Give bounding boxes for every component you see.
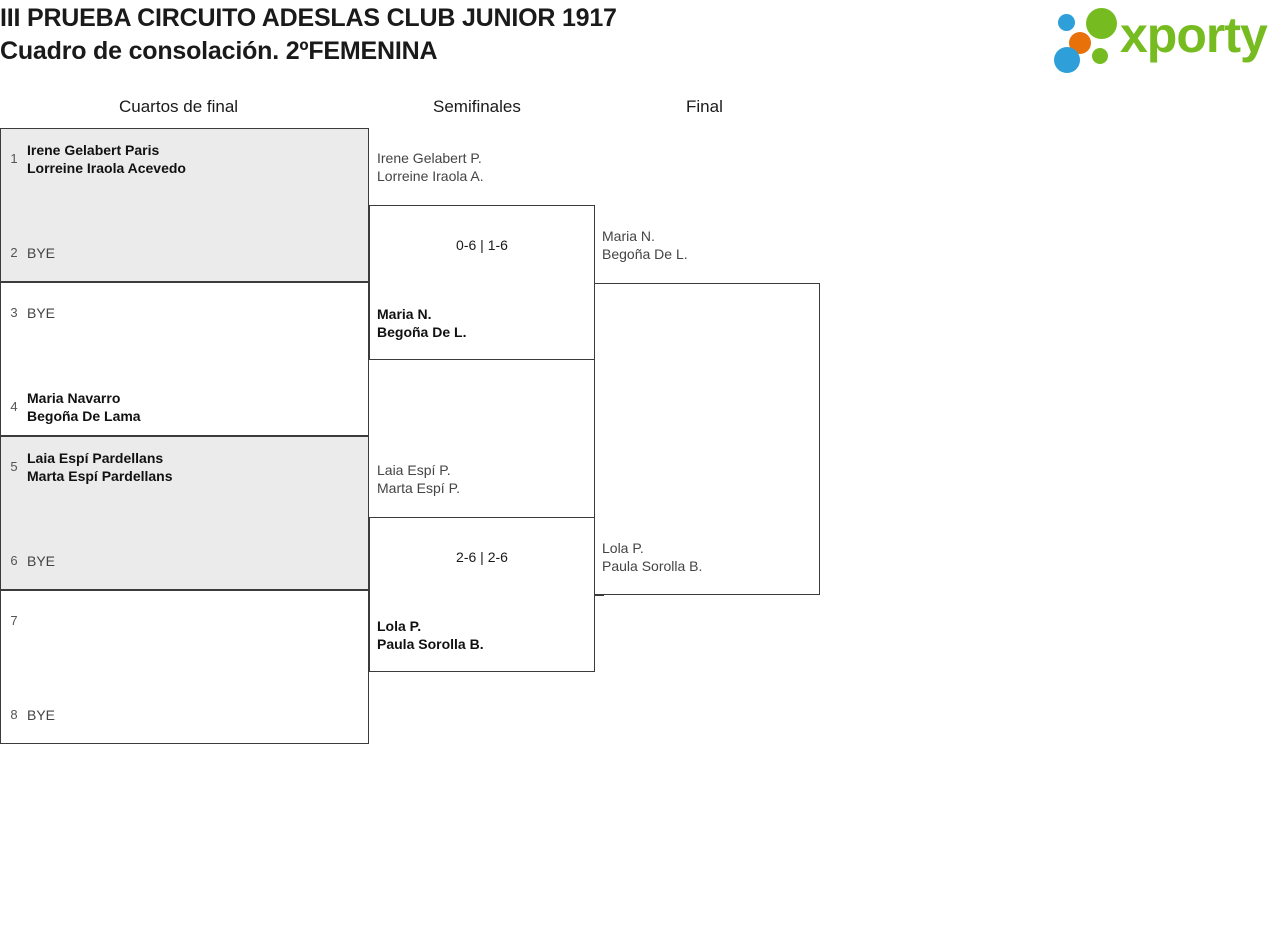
player-line-2: Begoña De L. (602, 246, 688, 262)
team-names: BYE (27, 552, 55, 570)
player-line-2: Marta Espí Pardellans (27, 468, 173, 484)
match-box-qf-3[interactable]: 5 Laia Espí Pardellans Marta Espí Pardel… (0, 436, 369, 590)
player-line-2: Paula Sorolla B. (377, 636, 484, 652)
bracket-slot[interactable]: 6 BYE (1, 537, 370, 585)
sf-1-loser-names: Irene Gelabert P. Lorreine Iraola A. (377, 149, 597, 185)
seed-number: 4 (10, 399, 18, 414)
page-title: III PRUEBA CIRCUITO ADESLAS CLUB JUNIOR … (0, 2, 900, 68)
sf-2-winner-names: Lola P. Paula Sorolla B. (377, 617, 592, 653)
xporty-logo[interactable]: xporty (1052, 6, 1274, 73)
sf-2-loser-names: Laia Espí P. Marta Espí P. (377, 461, 597, 497)
player-line-1: BYE (27, 553, 56, 569)
bracket-slot[interactable]: 3 BYE (1, 289, 370, 337)
bracket-slot[interactable]: 7 (1, 597, 370, 645)
match-box-sf-2[interactable] (369, 517, 595, 672)
bracket-slot[interactable]: 8 BYE (1, 691, 370, 739)
player-line-1: Maria N. (377, 306, 432, 322)
player-line-2: Marta Espí P. (377, 480, 461, 496)
match-box-sf-1[interactable] (369, 205, 595, 360)
logo-wordmark: xporty (1120, 7, 1268, 63)
seed-number: 1 (10, 151, 18, 166)
player-line-1: BYE (27, 305, 56, 321)
tournament-bracket: 1 Irene Gelabert Paris Lorreine Iraola A… (0, 128, 900, 753)
sf-1-score: 0-6 | 1-6 (456, 237, 508, 253)
logo-dot-green-small-icon (1092, 48, 1108, 64)
seed-number: 6 (10, 553, 18, 568)
seed-number: 7 (10, 613, 18, 628)
logo-dot-green-large-icon (1086, 8, 1117, 39)
player-line-2: Begoña De L. (377, 324, 467, 340)
logo-dots-icon (1052, 6, 1130, 73)
player-line-1: Maria N. (602, 228, 655, 244)
player-line-1: Lola P. (602, 540, 644, 556)
team-names: Irene Gelabert Paris Lorreine Iraola Ace… (27, 141, 186, 177)
sf-1-winner-names: Maria N. Begoña De L. (377, 305, 592, 341)
seed-number: 5 (10, 459, 18, 474)
seed-number: 2 (10, 245, 18, 260)
player-line-1: Laia Espí Pardellans (27, 450, 164, 466)
tournament-name: III PRUEBA CIRCUITO ADESLAS CLUB JUNIOR … (0, 4, 617, 32)
bracket-slot[interactable]: 4 Maria Navarro Begoña De Lama (1, 383, 370, 431)
column-header-semifinals: Semifinales (433, 97, 521, 116)
match-box-qf-4[interactable]: 7 8 BYE (0, 590, 369, 744)
logo-dot-blue-large-icon (1054, 47, 1080, 73)
page-header: III PRUEBA CIRCUITO ADESLAS CLUB JUNIOR … (0, 0, 1280, 75)
final-top-team-names: Maria N. Begoña De L. (602, 227, 817, 263)
draw-subtitle: Cuadro de consolación. 2ºFEMENINA (0, 37, 438, 65)
player-line-2: Paula Sorolla B. (602, 558, 703, 574)
sf-2-score: 2-6 | 2-6 (456, 549, 508, 565)
bracket-slot[interactable]: 5 Laia Espí Pardellans Marta Espí Pardel… (1, 443, 370, 491)
match-box-qf-2[interactable]: 3 BYE 4 Maria Navarro Begoña De Lama (0, 282, 369, 436)
team-names: BYE (27, 304, 55, 322)
player-line-1: Irene Gelabert P. (377, 150, 482, 166)
match-box-qf-1[interactable]: 1 Irene Gelabert Paris Lorreine Iraola A… (0, 128, 369, 282)
final-bottom-team-names: Lola P. Paula Sorolla B. (602, 539, 817, 575)
player-line-1: BYE (27, 707, 56, 723)
team-names: Laia Espí Pardellans Marta Espí Pardella… (27, 449, 173, 485)
team-names: BYE (27, 244, 55, 262)
bracket-slot[interactable]: 2 BYE (1, 229, 370, 277)
team-names: Maria Navarro Begoña De Lama (27, 389, 141, 425)
column-header-quarterfinals: Cuartos de final (119, 97, 239, 116)
seed-number: 3 (10, 305, 18, 320)
bracket-slot[interactable]: 1 Irene Gelabert Paris Lorreine Iraola A… (1, 135, 370, 183)
player-line-1: BYE (27, 245, 56, 261)
player-line-1: Lola P. (377, 618, 422, 634)
player-line-2: Lorreine Iraola A. (377, 168, 484, 184)
bracket-connector (594, 595, 604, 596)
player-line-2: Begoña De Lama (27, 408, 141, 424)
seed-number: 8 (10, 707, 18, 722)
player-line-1: Irene Gelabert Paris (27, 142, 160, 158)
player-line-1: Maria Navarro (27, 390, 121, 406)
column-header-final: Final (686, 97, 723, 116)
player-line-2: Lorreine Iraola Acevedo (27, 160, 186, 176)
match-box-final[interactable] (594, 283, 820, 595)
team-names: BYE (27, 706, 55, 724)
logo-dot-blue-small-icon (1058, 14, 1075, 31)
player-line-1: Laia Espí P. (377, 462, 451, 478)
